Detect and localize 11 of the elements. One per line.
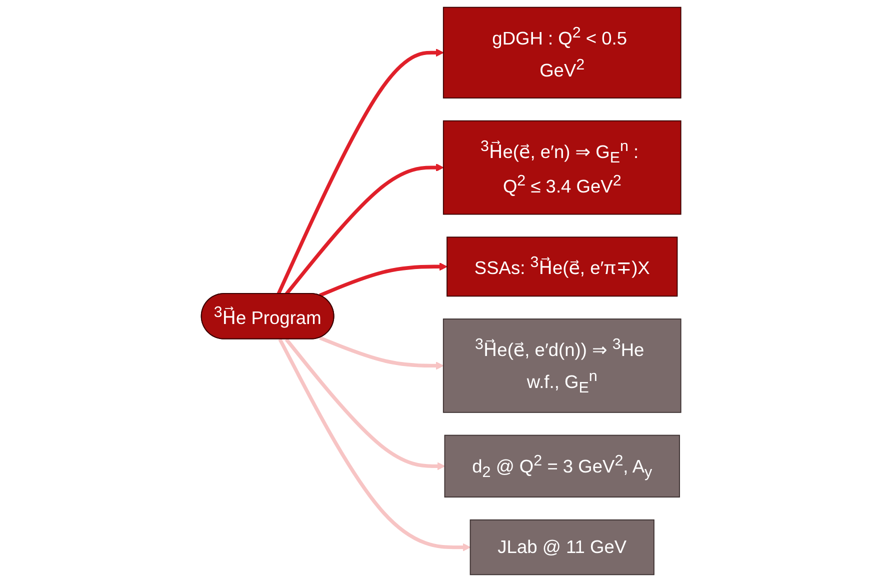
arrow [277, 48, 444, 295]
node-box: gDGH : Q$^{2}$ < 0.5 GeV$^{2}$ [443, 6, 682, 98]
node-box: $^{3}$H⃗e(e⃗, e′n) ⇒ G$_{E}$$^{n}$ : Q$^{2}$ ≤ 3.4 GeV$^{2}$ [443, 120, 682, 215]
node-box: JLab @ 11 GeV [470, 519, 655, 576]
arrow [278, 338, 472, 552]
arrow [285, 338, 446, 470]
node-box: d$_{2}$ @ Q$^{2}$ = 3 GeV$^{2}$, A$_{y}$ [444, 434, 680, 498]
arrow [319, 262, 448, 298]
node-box: SSAs: $^{3}$H⃗e(e⃗, e′π∓)X [446, 236, 678, 297]
arrow [285, 164, 444, 296]
arrow [319, 336, 444, 370]
